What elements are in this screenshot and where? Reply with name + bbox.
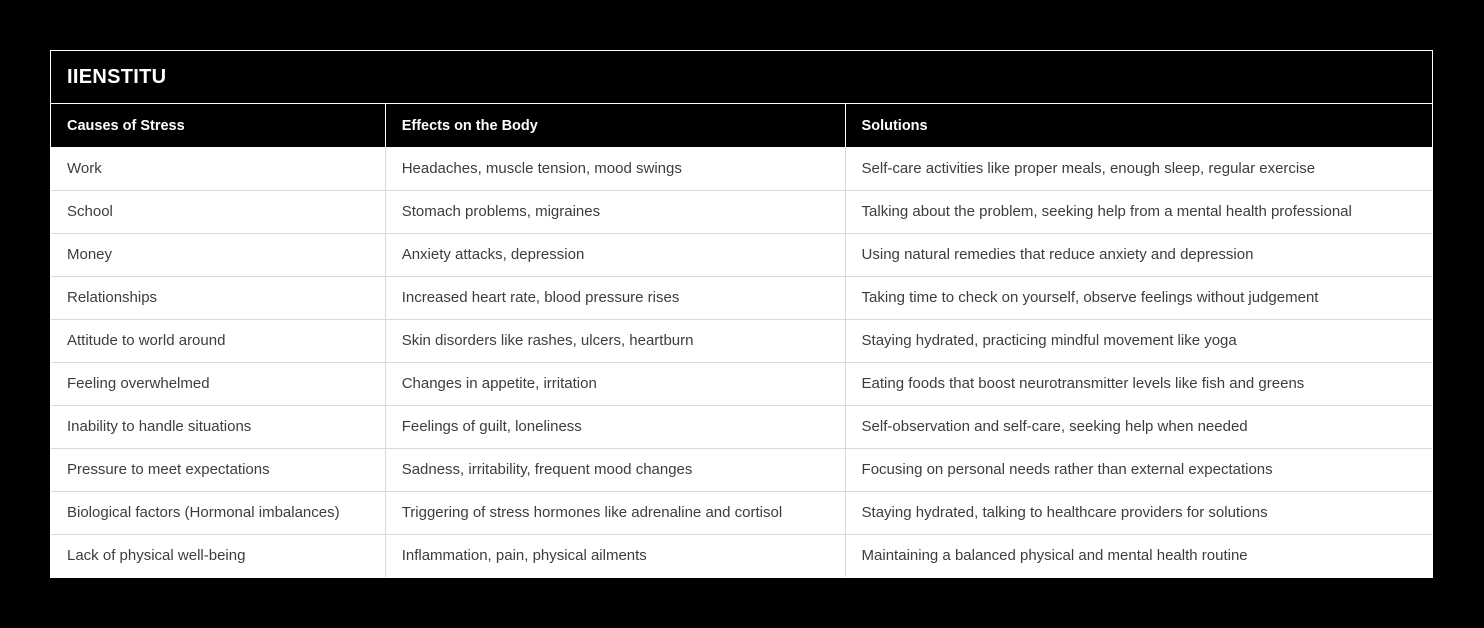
- table-row: Biological factors (Hormonal imbalances)…: [51, 490, 1432, 534]
- table-cell: Pressure to meet expectations: [51, 447, 386, 491]
- table-cell: Anxiety attacks, depression: [385, 232, 846, 276]
- table-cell: Feelings of guilt, loneliness: [385, 404, 846, 448]
- brand-title: IIENSTITU: [51, 51, 1432, 104]
- table-cell: Stomach problems, migraines: [385, 189, 846, 233]
- table-cell: Headaches, muscle tension, mood swings: [385, 147, 846, 190]
- table-cell: Staying hydrated, practicing mindful mov…: [845, 318, 1432, 362]
- table-cell: Work: [51, 147, 386, 190]
- table-cell: Relationships: [51, 275, 386, 319]
- table-cell: Sadness, irritability, frequent mood cha…: [385, 447, 846, 491]
- table-cell: Lack of physical well-being: [51, 533, 386, 577]
- table-cell: Skin disorders like rashes, ulcers, hear…: [385, 318, 846, 362]
- column-header-causes-of-stress: Causes of Stress: [51, 104, 386, 147]
- table-cell: Attitude to world around: [51, 318, 386, 362]
- table-cell: Eating foods that boost neurotransmitter…: [845, 361, 1432, 405]
- table-cell: Staying hydrated, talking to healthcare …: [845, 490, 1432, 534]
- table-cell: Self-observation and self-care, seeking …: [845, 404, 1432, 448]
- table-cell: Inflammation, pain, physical ailments: [385, 533, 846, 577]
- table-cell: Triggering of stress hormones like adren…: [385, 490, 846, 534]
- table-cell: Taking time to check on yourself, observ…: [845, 275, 1432, 319]
- table-cell: Talking about the problem, seeking help …: [845, 189, 1432, 233]
- table-cell: Inability to handle situations: [51, 404, 386, 448]
- table-cell: School: [51, 189, 386, 233]
- table-cell: Changes in appetite, irritation: [385, 361, 846, 405]
- table-cell: Increased heart rate, blood pressure ris…: [385, 275, 846, 319]
- column-header-effects-on-the-body: Effects on the Body: [385, 104, 846, 147]
- table-cell: Biological factors (Hormonal imbalances): [51, 490, 386, 534]
- column-header-solutions: Solutions: [845, 104, 1432, 147]
- table-cell: Self-care activities like proper meals, …: [845, 147, 1432, 190]
- table-cell: Money: [51, 232, 386, 276]
- table-cell: Maintaining a balanced physical and ment…: [845, 533, 1432, 577]
- table-cell: Feeling overwhelmed: [51, 361, 386, 405]
- table-cell: Focusing on personal needs rather than e…: [845, 447, 1432, 491]
- table-cell: Using natural remedies that reduce anxie…: [845, 232, 1432, 276]
